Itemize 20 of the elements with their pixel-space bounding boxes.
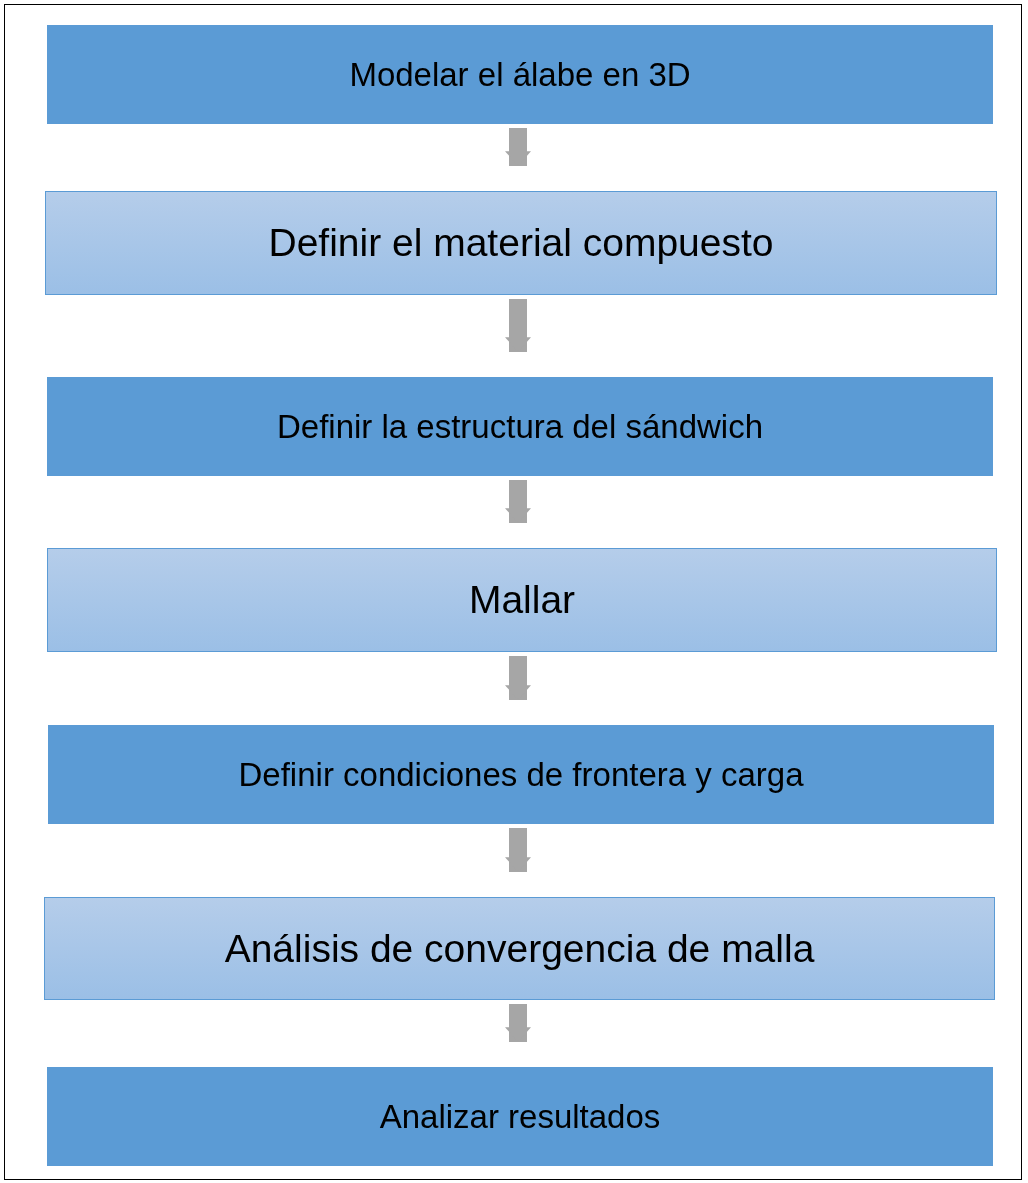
step-label: Mallar [468, 578, 576, 622]
process-box [48, 725, 994, 824]
block-arrow [505, 299, 531, 352]
block-arrow [505, 1004, 531, 1042]
process-box [47, 548, 997, 652]
block-arrow [505, 480, 531, 523]
process-box [47, 25, 993, 124]
process-box [44, 897, 995, 1000]
step-label: Análisis de convergencia de malla [224, 926, 815, 971]
step-label: Definir el material compuesto [268, 221, 774, 265]
step-label: Analizar resultados [379, 1097, 661, 1136]
block-arrow [505, 656, 531, 700]
process-box [47, 1067, 993, 1166]
block-arrow [505, 828, 531, 872]
process-box [47, 377, 993, 476]
block-arrow [505, 128, 531, 166]
step-label: Definir la estructura del sándwich [276, 407, 764, 446]
process-box [45, 191, 997, 295]
step-label: Definir condiciones de frontera y carga [238, 755, 804, 794]
step-label: Modelar el álabe en 3D [349, 55, 691, 94]
